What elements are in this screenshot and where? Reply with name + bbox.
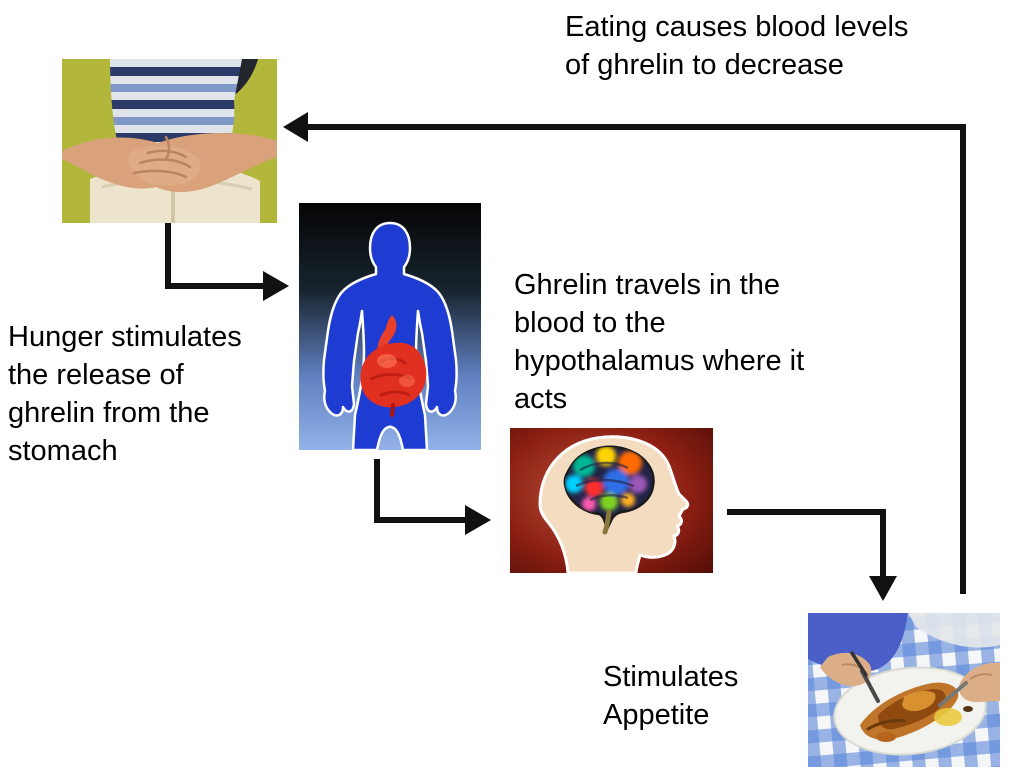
left-hand xyxy=(820,651,880,703)
arrow-hunger-to-body xyxy=(165,223,264,289)
eating-meal-illustration xyxy=(808,613,1000,767)
label-ghrelin-travels: Ghrelin travels in the blood to the hypo… xyxy=(514,269,805,415)
crossed-hands xyxy=(62,132,277,193)
arrowhead-left-to-hunger xyxy=(283,112,308,142)
arrowhead-right-to-body xyxy=(263,271,289,301)
label-stimulates-appetite: Stimulates Appetite xyxy=(603,661,739,731)
roast-food xyxy=(860,682,973,742)
brain-head-illustration xyxy=(510,428,713,573)
label-eating-feedback: Eating causes blood levels of ghrelin to… xyxy=(565,11,909,81)
arrowhead-right-to-head xyxy=(465,505,491,535)
arrow-head-to-eating xyxy=(727,509,886,577)
right-hand xyxy=(938,662,1000,707)
arrow-body-to-head xyxy=(374,459,466,523)
eating-meal-photo xyxy=(808,613,1000,767)
body-silhouette-illustration xyxy=(299,203,481,450)
body-silhouette-figure xyxy=(299,203,481,450)
label-hunger-release: Hunger stimulates the release of ghrelin… xyxy=(8,321,242,467)
hunger-stomach-photo xyxy=(62,59,277,223)
hypothalamus-head-figure xyxy=(510,428,713,573)
arrowhead-down-to-eating xyxy=(869,576,897,601)
hunger-stomach-illustration xyxy=(62,59,277,223)
